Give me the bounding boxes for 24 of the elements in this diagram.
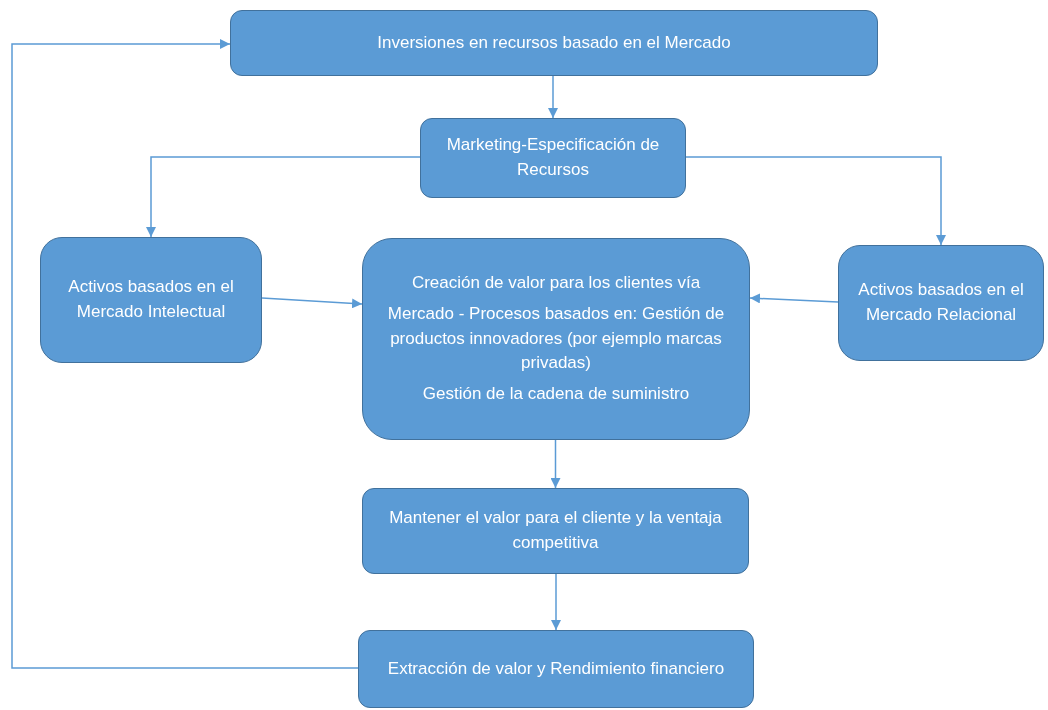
box-text: Extracción de valor y Rendimiento financiero	[387, 657, 725, 680]
process-box	[362, 238, 750, 440]
process-box	[420, 118, 686, 198]
box-text: Mercado - Procesos basados en: Gestión de productos innovadores (por ejemplo marcas privadas)	[386, 303, 726, 375]
arrow	[548, 75, 558, 119]
box-text: Activos basados en el Mercado Intelectual	[67, 276, 235, 323]
box-text: Creación de valor para los clientes vía	[411, 272, 701, 295]
arrow	[749, 293, 839, 304]
box-text: Mantener el valor para el cliente y la ventaja competitiva	[388, 507, 723, 554]
process-box	[230, 10, 878, 76]
box-text: Gestión de la cadena de suministro	[422, 382, 690, 405]
arrow	[550, 439, 561, 489]
arrow	[261, 297, 363, 309]
process-box	[838, 245, 1044, 361]
process-box	[40, 237, 262, 363]
arrow	[551, 573, 561, 631]
box-text: Activos basados en el Mercado Relacional	[857, 279, 1025, 326]
arrow	[685, 156, 946, 246]
process-box	[362, 488, 749, 574]
box-text: Inversiones en recursos basado en el Mercado	[377, 31, 731, 54]
process-box	[358, 630, 754, 708]
arrow	[11, 39, 359, 669]
box-text: Marketing-Especificación de Recursos	[445, 134, 661, 181]
arrow	[146, 156, 421, 238]
